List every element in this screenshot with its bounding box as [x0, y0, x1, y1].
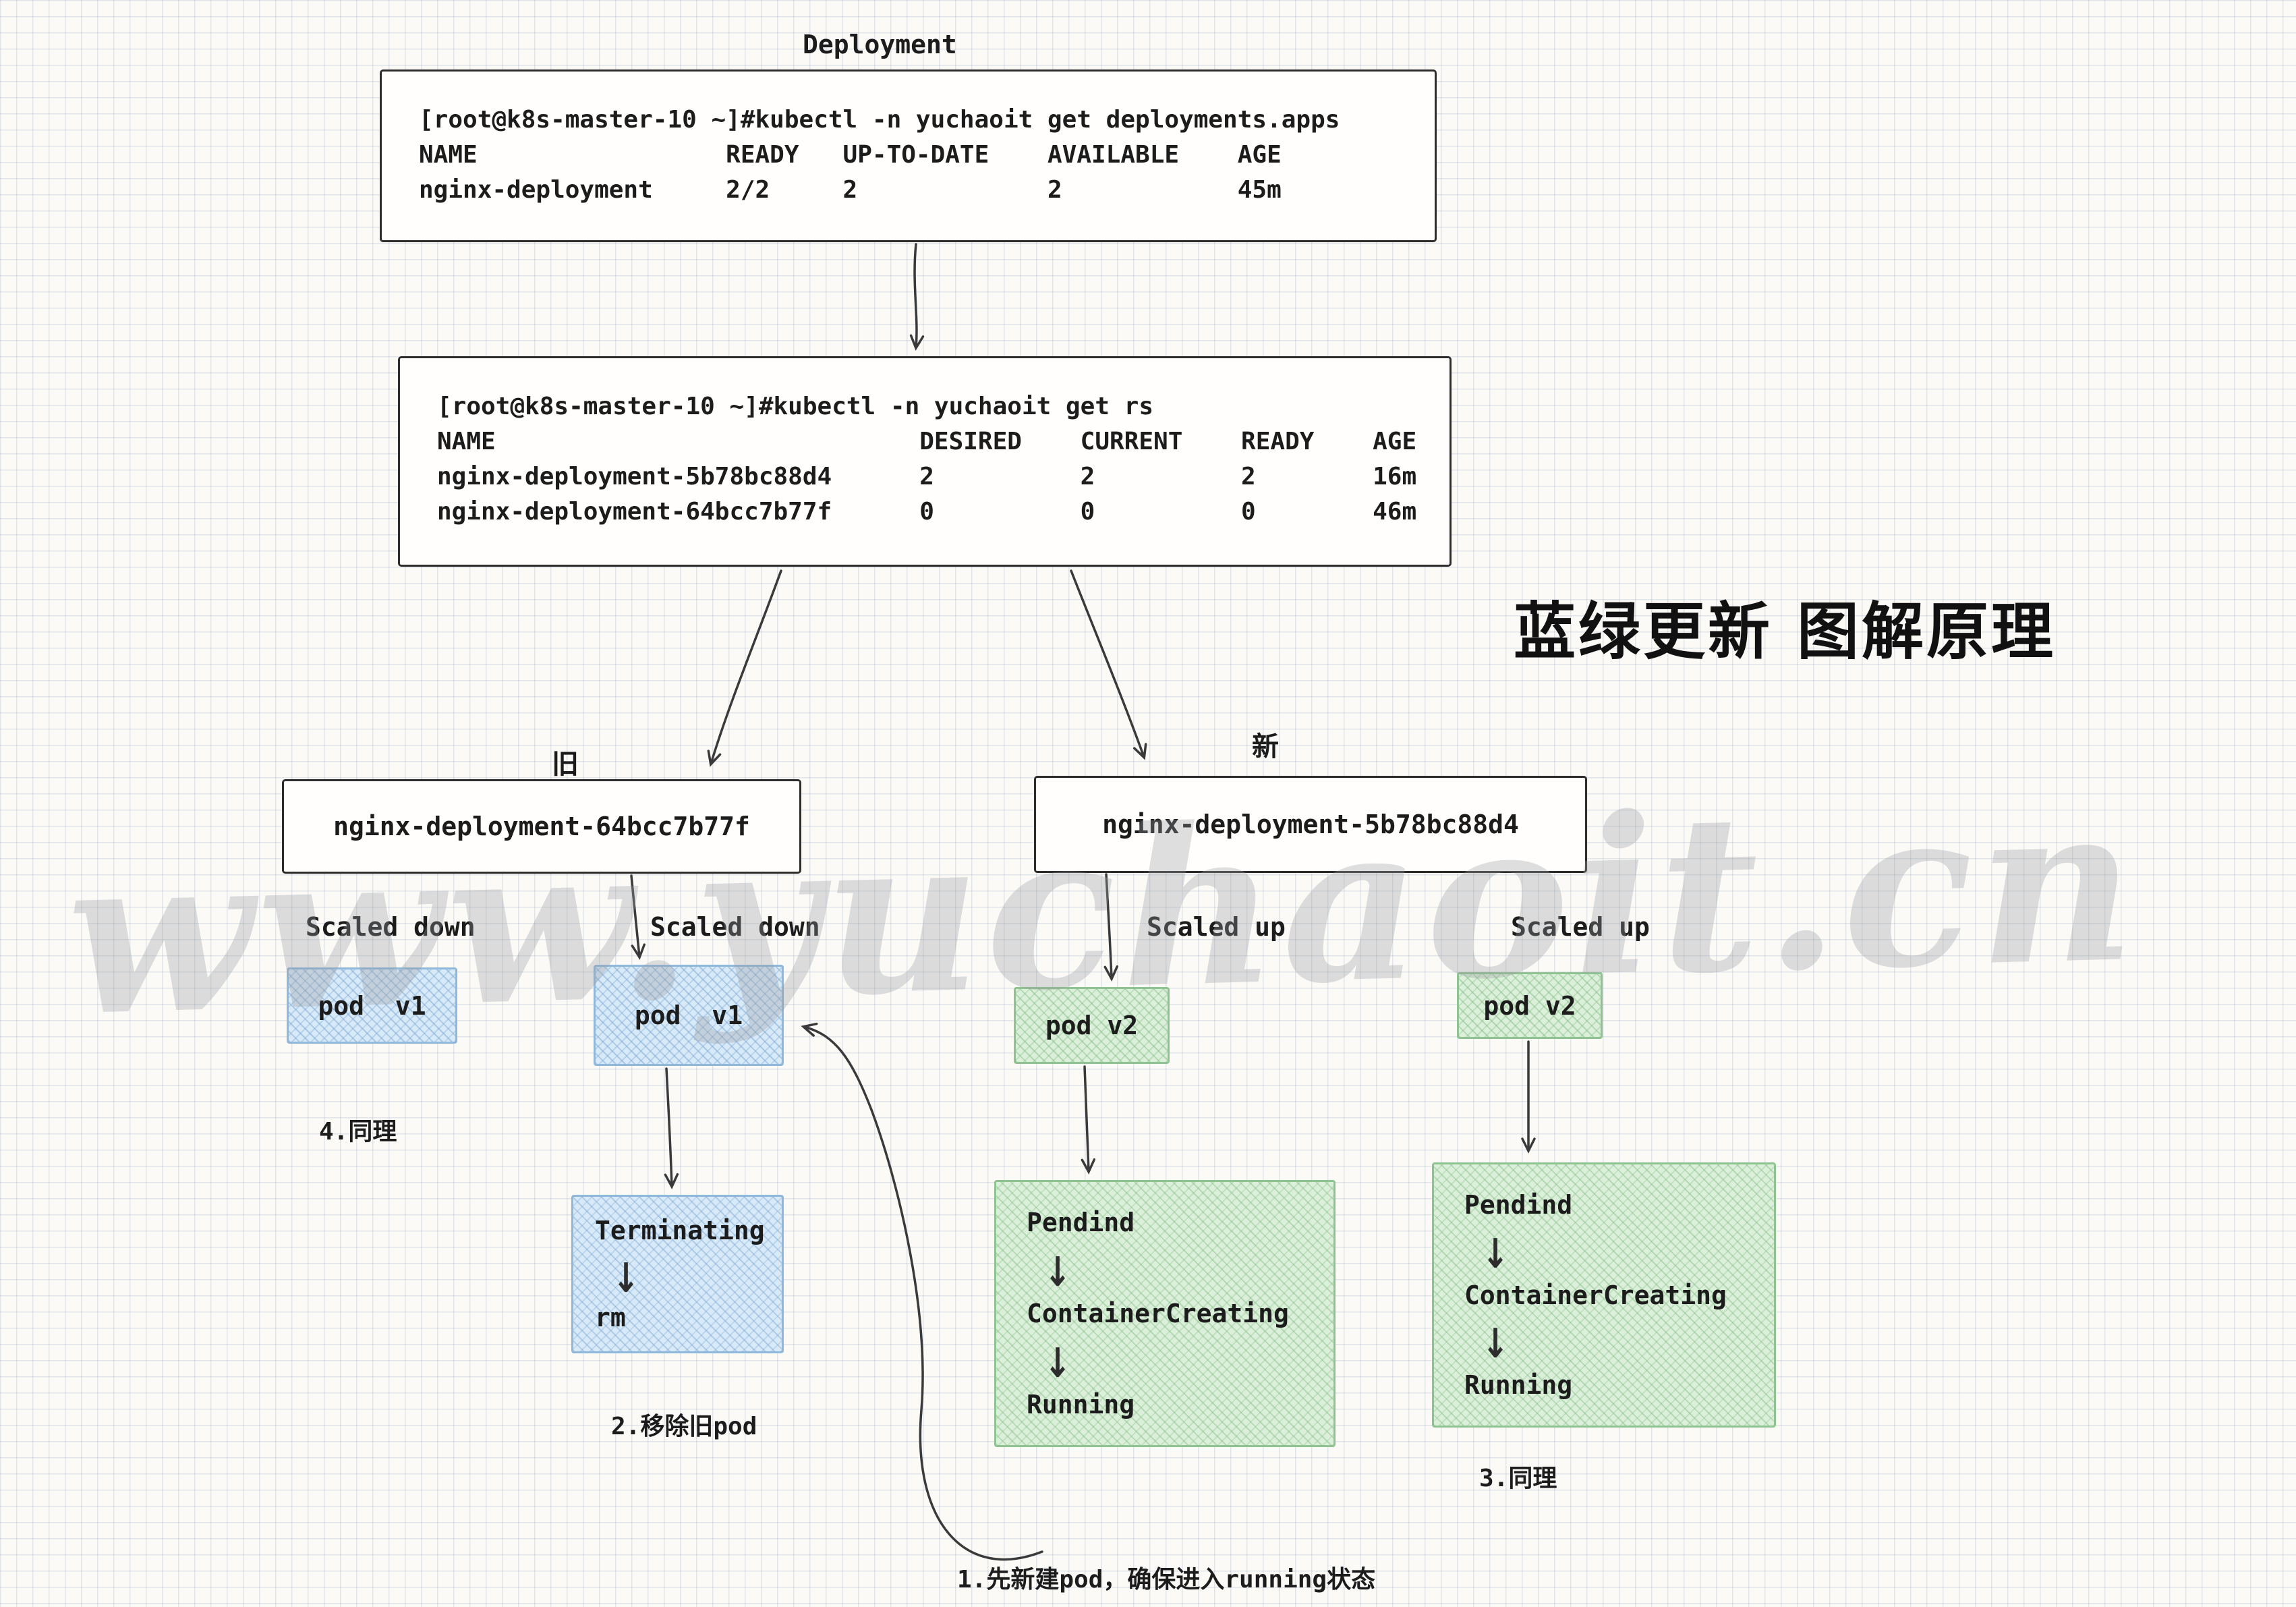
status-containercreating: ContainerCreating: [1027, 1299, 1289, 1328]
rm-label: rm: [595, 1303, 626, 1332]
status-pending: Pendind: [1464, 1190, 1573, 1220]
terminating-label: Terminating: [595, 1216, 765, 1245]
pod-v2-right-box: pod v2: [1457, 972, 1603, 1039]
deployment-box-label: Deployment: [803, 30, 957, 59]
terminal-line: nginx-deployment-64bcc7b77f 0 0 0 46m: [437, 498, 1417, 526]
down-arrow-icon: ↓: [1044, 1339, 1072, 1387]
arrow-deployment-to-rs: [909, 243, 925, 351]
status-running: Running: [1464, 1370, 1573, 1400]
pod-status-box-main: Pendind ↓ ContainerCreating ↓ Running: [994, 1180, 1336, 1447]
scaled-up-label-main: Scaled up: [1147, 912, 1286, 942]
arrow-old-rs-to-pod-v1: [630, 874, 646, 960]
old-rs-tag: 旧: [552, 749, 579, 780]
note-step3: 3.同理: [1479, 1465, 1557, 1492]
down-arrow-icon: ↓: [1482, 1320, 1510, 1368]
arrow-new-rs-to-pod-v2: [1103, 873, 1119, 982]
new-rs-tag: 新: [1252, 731, 1279, 762]
new-replicaset-box: nginx-deployment-5b78bc88d4: [1034, 776, 1587, 873]
note-step1: 1.先新建pod，确保进入running状态: [957, 1566, 1376, 1594]
scaled-down-label-left: Scaled down: [306, 912, 476, 942]
terminal-line: NAME READY UP-TO-DATE AVAILABLE AGE: [419, 141, 1282, 169]
pod-v1-main-box: pod v1: [594, 965, 784, 1066]
terminating-box: Terminating ↓ rm: [571, 1195, 784, 1353]
scaled-up-label-right: Scaled up: [1511, 912, 1650, 942]
terminal-line: nginx-deployment 2/2 2 2 45m: [419, 176, 1282, 204]
terminal-line: [root@k8s-master-10 ~]#kubectl -n yuchao…: [419, 106, 1340, 134]
replicaset-terminal-box: [root@k8s-master-10 ~]#kubectl -n yuchao…: [398, 356, 1452, 567]
pod-v2-main-box: pod v2: [1014, 987, 1170, 1064]
old-replicaset-box: nginx-deployment-64bcc7b77f: [282, 779, 801, 874]
status-containercreating: ContainerCreating: [1464, 1280, 1727, 1310]
scaled-down-label-main: Scaled down: [650, 912, 820, 942]
terminal-line: [root@k8s-master-10 ~]#kubectl -n yuchao…: [437, 393, 1154, 420]
down-arrow-icon: ↓: [1044, 1248, 1072, 1296]
down-arrow-icon: ↓: [1482, 1230, 1510, 1278]
down-arrow-icon: ↓: [612, 1254, 640, 1302]
deployment-terminal-box: [root@k8s-master-10 ~]#kubectl -n yuchao…: [380, 69, 1437, 242]
pod-v1-left-box: pod v1: [287, 967, 457, 1044]
arrow-rs-to-new: [1070, 569, 1147, 760]
note-step2: 2.移除旧pod: [611, 1413, 757, 1440]
arrow-pod-v2-to-status: [1081, 1065, 1096, 1175]
arrow-rs-to-old: [707, 569, 782, 767]
status-pending: Pendind: [1027, 1208, 1135, 1237]
arrow-pod-v1-to-terminating: [664, 1067, 679, 1189]
note-step4: 4.同理: [319, 1118, 397, 1146]
status-running: Running: [1027, 1390, 1135, 1419]
terminal-line: nginx-deployment-5b78bc88d4 2 2 2 16m: [437, 463, 1417, 490]
page-title: 蓝绿更新 图解原理: [1514, 596, 2057, 668]
pod-status-box-right: Pendind ↓ ContainerCreating ↓ Running: [1432, 1162, 1776, 1428]
terminal-line: NAME DESIRED CURRENT READY AGE: [437, 428, 1417, 455]
